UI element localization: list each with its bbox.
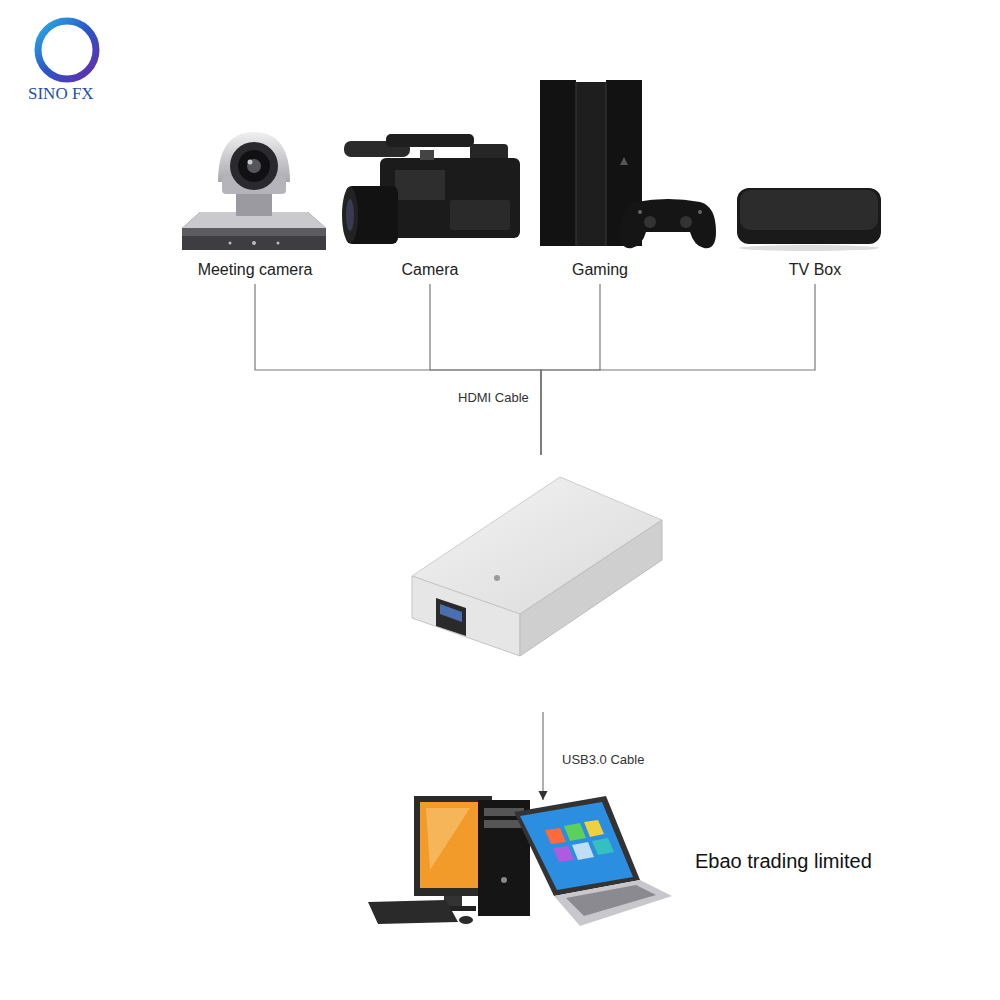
watermark-text: Ebao trading limited xyxy=(695,850,872,873)
tv-box-icon xyxy=(737,188,881,251)
computer-node xyxy=(360,800,675,940)
connector-line xyxy=(430,284,541,455)
device-node: Gaming xyxy=(530,78,670,280)
logo-text: SINO FX xyxy=(28,84,94,104)
arrow-head xyxy=(539,791,548,800)
device-node: Meeting camera xyxy=(178,128,332,280)
cable-label: USB3.0 Cable xyxy=(560,752,646,768)
device-label: Camera xyxy=(402,260,459,280)
cable-connector xyxy=(541,284,815,455)
device-label: Gaming xyxy=(572,260,628,280)
cable-label: HDMI Cable xyxy=(456,390,531,406)
device-label: Meeting camera xyxy=(198,260,313,280)
connector-line xyxy=(542,712,543,800)
connector-line xyxy=(255,284,541,455)
device-node: Camera xyxy=(335,128,525,280)
cable-connector xyxy=(255,284,541,455)
camcorder-icon xyxy=(342,134,520,244)
capture-card-icon xyxy=(412,477,662,656)
device-node: TV Box xyxy=(740,180,890,280)
cable-connector xyxy=(539,712,548,800)
cable-connector xyxy=(430,284,541,455)
capture-card-node xyxy=(405,455,665,712)
logo-ring xyxy=(38,21,96,79)
device-label: TV Box xyxy=(789,260,841,280)
meeting-camera-icon xyxy=(182,132,326,250)
controller-icon xyxy=(620,199,716,248)
computer-icon xyxy=(368,796,672,926)
connector-line xyxy=(541,284,815,455)
